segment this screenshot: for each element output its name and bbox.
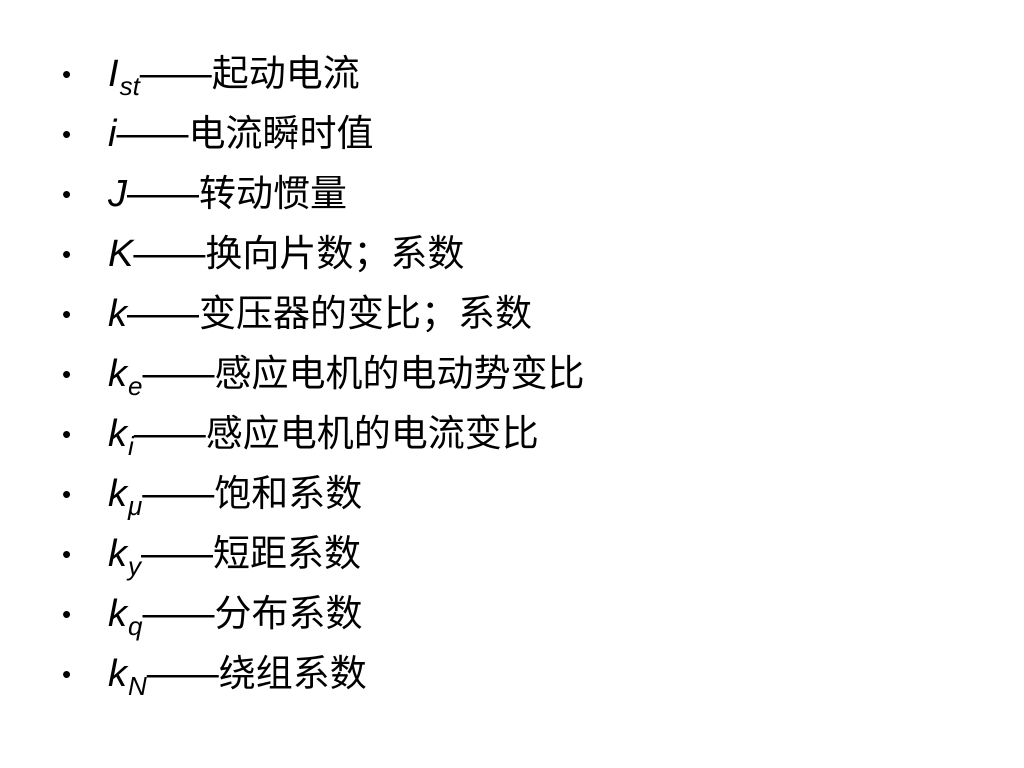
term-subscript: N (128, 671, 147, 701)
term-symbol: k (108, 593, 127, 635)
bullet: • (62, 119, 72, 149)
bullet: • (62, 299, 72, 329)
term-symbol: k (108, 353, 127, 395)
bullet: • (62, 239, 72, 269)
term-description: 转动惯量 (199, 172, 347, 215)
em-dash: —— (133, 233, 205, 275)
term-description: 感应电机的电动势变比 (214, 352, 585, 395)
term-subscript: st (119, 71, 140, 101)
em-dash: —— (116, 113, 188, 155)
em-dash: —— (142, 473, 214, 515)
bullet: • (62, 59, 72, 89)
bullet: • (62, 179, 72, 209)
term-item-k: • k——变压器的变比；系数 (62, 284, 1002, 344)
term-description: 换向片数；系数 (205, 232, 465, 275)
bullet: • (62, 599, 72, 629)
term-description: 绕组系数 (218, 652, 367, 695)
term-description: 感应电机的电流变比 (205, 412, 539, 455)
em-dash: —— (127, 293, 199, 335)
term-description: 短距系数 (213, 532, 361, 575)
em-dash: —— (141, 533, 213, 575)
term-subscript: y (128, 551, 141, 581)
term-symbol: J (108, 173, 127, 215)
bullet: • (62, 419, 72, 449)
term-item-j: • J——转动惯量 (62, 164, 1002, 224)
em-dash: —— (146, 653, 219, 695)
term-subscript: i (128, 431, 134, 461)
bullet: • (62, 539, 72, 569)
term-symbol: I (108, 53, 119, 95)
term-symbol: k (108, 533, 127, 575)
em-dash: —— (127, 173, 199, 215)
term-subscript: e (128, 371, 143, 401)
term-symbol: k (108, 293, 127, 335)
term-symbol: i (108, 113, 117, 155)
term-description: 变压器的变比；系数 (199, 292, 532, 335)
em-dash: —— (142, 353, 214, 395)
em-dash: —— (139, 53, 212, 95)
term-symbol: k (108, 473, 127, 515)
bullet: • (62, 479, 72, 509)
term-subscript: μ (128, 491, 143, 521)
term-symbol: k (108, 413, 127, 455)
em-dash: —— (133, 413, 206, 455)
em-dash: —— (142, 593, 214, 635)
term-subscript: q (128, 611, 143, 641)
term-symbol: k (108, 653, 127, 695)
bullet: • (62, 659, 72, 689)
term-symbol: K (108, 233, 134, 275)
term-item-k-upper: • K——换向片数；系数 (62, 224, 1002, 284)
term-description: 起动电流 (211, 52, 360, 95)
term-item-i: • i——电流瞬时值 (62, 104, 1002, 164)
term-description: 分布系数 (214, 592, 363, 635)
term-description: 饱和系数 (214, 472, 363, 515)
term-description: 电流瞬时值 (188, 112, 374, 155)
bullet: • (62, 359, 72, 389)
